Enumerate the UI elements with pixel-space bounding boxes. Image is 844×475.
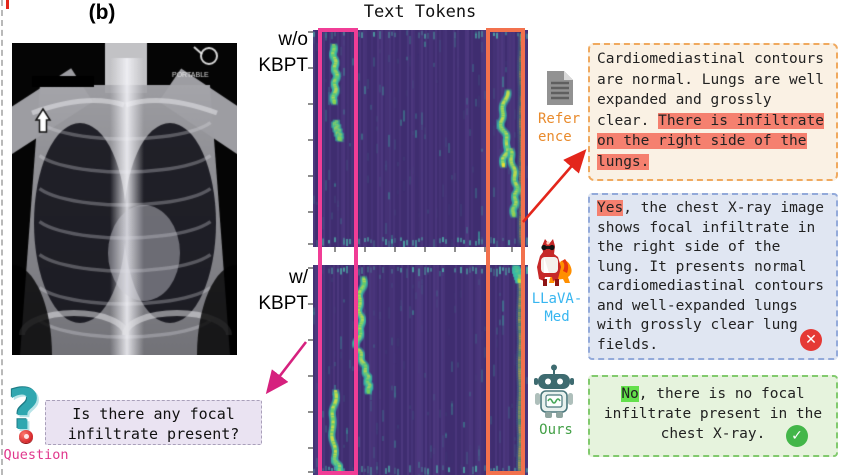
reference-text-box: Cardiomediastinal contours are normal. L…	[588, 43, 838, 181]
row-label-without-kbpt-line1: w/o	[278, 29, 308, 50]
red-border-fragment	[6, 0, 9, 9]
ours-robot-icon	[534, 364, 574, 418]
question-text-line2: infiltrate present?	[67, 425, 240, 443]
question-mark-dot-shine	[24, 434, 29, 439]
reference-text: Cardiomediastinal contours are normal. L…	[597, 51, 824, 129]
panel-divider-dashed-line	[1, 0, 3, 475]
roi-box-orange	[486, 28, 525, 475]
roi-box-pink	[318, 28, 358, 475]
row-label-with-kbpt: w/ KBPT	[236, 265, 308, 317]
wrong-icon: ✕	[800, 329, 822, 351]
row-label-without-kbpt: w/o KBPT	[236, 27, 308, 79]
heatmap-title: Text Tokens	[363, 2, 477, 22]
ours-answer-box: No, there is no focal infiltrate present…	[588, 375, 838, 457]
red-arrow-to-reference	[522, 149, 587, 223]
llava-answer-text: , the chest X-ray image shows focal infi…	[597, 200, 824, 353]
row-label-with-kbpt-line1: w/	[289, 267, 308, 288]
panel-label: (b)	[88, 1, 116, 24]
magenta-arrow-to-question	[265, 341, 308, 395]
document-icon	[547, 71, 573, 105]
attention-heatmap-without-kbpt	[313, 30, 528, 247]
attention-heatmap-with-kbpt	[313, 265, 528, 475]
llava-answer-highlight: Yes	[597, 200, 624, 216]
ours-answer-text: , there is no focal infiltrate present i…	[603, 386, 823, 442]
reference-label-line2: ence	[538, 129, 572, 145]
chest-xray-image	[12, 43, 237, 355]
question-text-line1: Is there any focal	[72, 405, 235, 423]
question-label: Question	[3, 447, 69, 463]
row-label-without-kbpt-line2: KBPT	[258, 55, 308, 76]
llava-med-llama-icon	[537, 239, 572, 286]
llava-answer-box: Yes, the chest X-ray image shows focal i…	[588, 193, 838, 360]
llava-med-label-line2: Med	[544, 309, 570, 325]
ours-label: Ours	[539, 422, 573, 438]
correct-icon: ✓	[786, 425, 808, 447]
reference-label-line1: Refer	[538, 111, 581, 127]
ours-answer-highlight: No	[621, 386, 639, 402]
llava-med-label: LLaVA- Med	[524, 290, 590, 326]
llava-med-label-line1: LLaVA-	[531, 291, 583, 307]
question-mark-icon: ?	[4, 378, 52, 446]
row-label-with-kbpt-line2: KBPT	[258, 293, 308, 314]
question-text-box: Is there any focal infiltrate present?	[45, 400, 262, 445]
reference-label: Refer ence	[538, 110, 598, 146]
